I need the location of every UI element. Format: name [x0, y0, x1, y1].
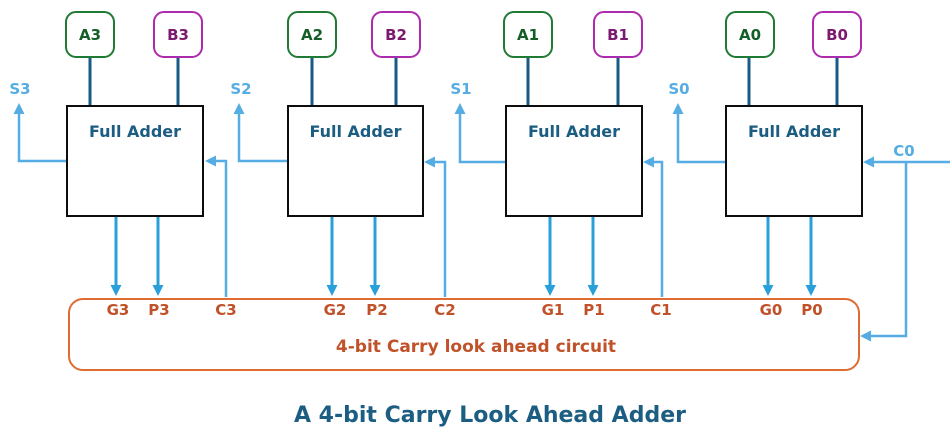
full-adder-bit1: Full Adder	[505, 105, 643, 217]
pin-label-c2: C2	[434, 301, 456, 319]
pin-label-c3: C3	[215, 301, 237, 319]
pin-label-p0: P0	[801, 301, 823, 319]
sum-label-s0: S0	[668, 80, 690, 98]
pin-label-g0: G0	[759, 301, 783, 319]
sum-label-s3: S3	[9, 80, 31, 98]
arrowhead-p1-down	[587, 285, 599, 296]
input-box-b2: B2	[371, 11, 421, 58]
pin-label-g2: G2	[323, 301, 347, 319]
arrowhead-g0-down	[762, 285, 774, 296]
wire-sum-s0	[676, 110, 725, 164]
arrowhead-c2-left	[424, 156, 435, 168]
arrowhead-c1-left	[643, 156, 654, 168]
pin-label-p1: P1	[583, 301, 605, 319]
arrowhead-g1-down	[544, 285, 556, 296]
arrowhead-c0-left	[863, 156, 874, 168]
input-box-a3: A3	[65, 11, 115, 58]
sum-label-s1: S1	[450, 80, 472, 98]
arrowhead-p3-down	[152, 285, 164, 296]
full-adder-bit2: Full Adder	[287, 105, 424, 217]
arrowhead-c0-branch-left	[860, 330, 871, 342]
arrowhead-s2-up	[233, 103, 245, 114]
arrowhead-s0-up	[672, 103, 684, 114]
arrowhead-c3-left	[205, 155, 216, 167]
arrowhead-g3-down	[110, 285, 122, 296]
full-adder-bit3: Full Adder	[66, 105, 204, 217]
pin-label-c1: C1	[650, 301, 672, 319]
arrowhead-s1-up	[454, 103, 466, 114]
input-box-b0: B0	[812, 11, 862, 58]
pin-label-g3: G3	[106, 301, 130, 319]
input-box-a0: A0	[725, 11, 775, 58]
pin-label-g1: G1	[541, 301, 565, 319]
carry-in-label-c0: C0	[893, 142, 915, 160]
wire-carry-c0-branch	[868, 162, 908, 338]
wire-sum-s3	[17, 110, 66, 163]
wire-sum-s2	[237, 110, 287, 163]
carry-lookahead-label: 4-bit Carry look ahead circuit	[335, 337, 617, 357]
wire-carry-c3	[213, 159, 228, 297]
full-adder-bit0: Full Adder	[725, 105, 863, 217]
sum-label-s2: S2	[230, 80, 252, 98]
carry-lookahead-box	[68, 298, 860, 371]
input-box-a1: A1	[503, 11, 553, 58]
wire-sum-s1	[458, 110, 505, 164]
arrowhead-g2-down	[326, 285, 338, 296]
diagram-title: A 4-bit Carry Look Ahead Adder	[294, 403, 686, 428]
pin-label-p3: P3	[148, 301, 170, 319]
arrowhead-p0-down	[805, 285, 817, 296]
input-box-a2: A2	[287, 11, 337, 58]
pin-label-p2: P2	[366, 301, 388, 319]
wire-carry-c1	[651, 160, 664, 297]
input-box-b3: B3	[153, 11, 203, 58]
wire-carry-c2	[432, 160, 447, 297]
arrowhead-s3-up	[13, 103, 25, 114]
arrowhead-p2-down	[369, 285, 381, 296]
input-box-b1: B1	[593, 11, 643, 58]
